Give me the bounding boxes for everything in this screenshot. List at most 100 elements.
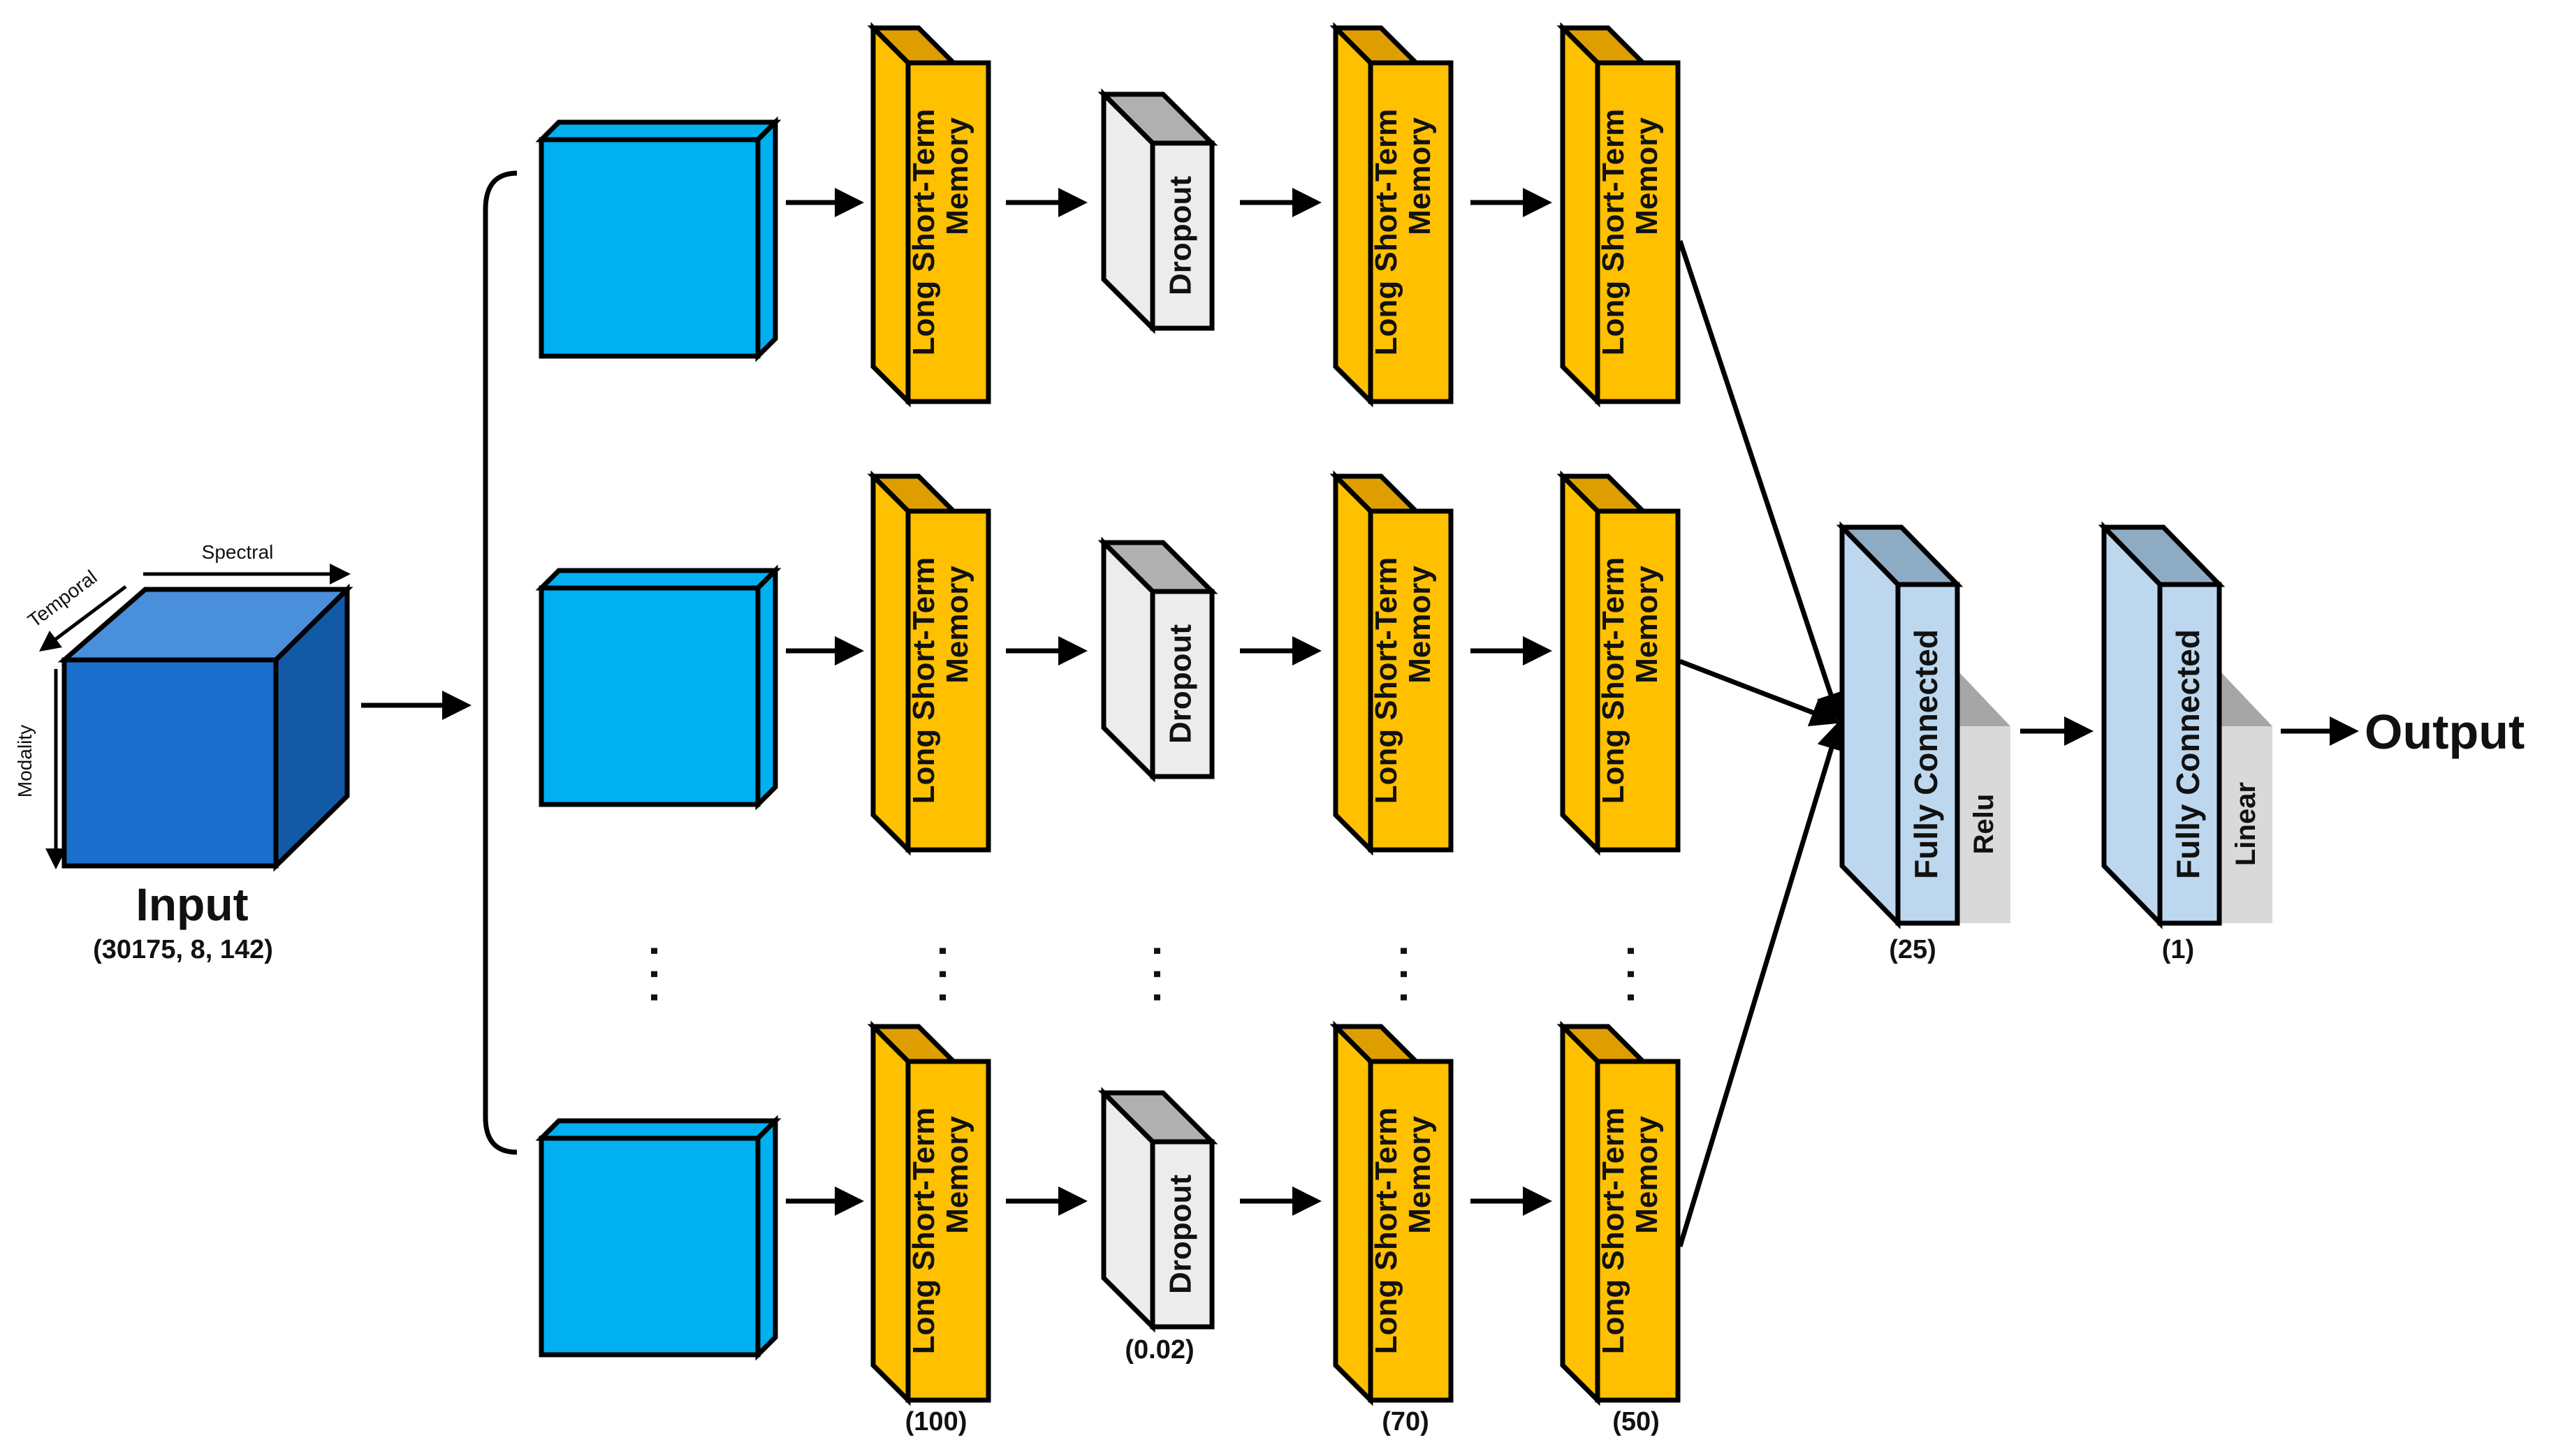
row2-dropout-front: [1150, 589, 1215, 779]
row1-lstm2-label-line2: Memory: [1403, 117, 1437, 235]
row1-input-block-side: [755, 116, 778, 362]
fc2-front: [2157, 582, 2222, 926]
row3-dropout-label: Dropout: [1164, 1175, 1198, 1294]
modality-axis-label: Modality: [14, 725, 36, 797]
row2-dropout-label: Dropout: [1164, 624, 1198, 744]
fc2-activation-shadow: [2219, 670, 2272, 726]
ellipsis-column: . . . . . . . . . . . . . . .: [642, 945, 1665, 1003]
row2-lstm2-front: [1368, 508, 1454, 853]
row2-lstm2-side: [1333, 470, 1373, 856]
input-title: Input: [136, 878, 248, 930]
row2-lstm2-label-line1: Long Short-Term: [1369, 557, 1403, 804]
fc1-activation-tab: [1957, 726, 2010, 923]
row2-lstm3-label-line1: Long Short-Term: [1596, 557, 1630, 804]
fc1-units-label: (25): [1889, 935, 1936, 964]
row3-dropout-front: [1150, 1139, 1215, 1330]
fc2-side: [2101, 521, 2163, 929]
ellipsis-lstm1: . . .: [930, 945, 977, 1003]
ellipsis-lstm2: . . .: [1392, 945, 1438, 1003]
row1-input-block: [535, 116, 782, 362]
row3-input-block-front: [539, 1135, 761, 1358]
row3-lstm1-side: [870, 1020, 911, 1406]
row1-lstm2-front: [1368, 60, 1454, 404]
row2-input-block-front: [539, 585, 761, 807]
row1-input-block-top: [535, 119, 782, 142]
row3-dropout: Dropout: [1097, 1087, 1218, 1333]
row3-lstm2-front: [1368, 1059, 1454, 1403]
lstm1-units-label: (100): [905, 1407, 967, 1436]
fc1-side: [1839, 521, 1901, 929]
temporal-axis-arrow: [39, 585, 127, 652]
row2-lstm2-label-line2: Memory: [1403, 566, 1437, 684]
ellipsis-lstm3: . . .: [1619, 945, 1665, 1003]
spectral-axis-label: Spectral: [202, 541, 274, 563]
row2-lstm1-side: [870, 470, 911, 856]
row3-lstm1-label-line2: Memory: [940, 1116, 974, 1234]
row2-lstm3-side: [1560, 470, 1600, 856]
row1-lstm3-front: [1595, 60, 1681, 404]
row3-lstm3-side: [1560, 1020, 1600, 1406]
input-shape: (30175, 8, 142): [93, 935, 273, 964]
temporal-axis-label: Temporal: [24, 566, 101, 631]
lstm3-units-label: (50): [1612, 1407, 1660, 1436]
fc2-activation-label: Linear: [2230, 782, 2261, 866]
row1-lstm3-label-line2: Memory: [1630, 117, 1664, 235]
fc2-label: Fully Connected: [2170, 629, 2206, 879]
dropout-rate-label: (0.02): [1125, 1335, 1194, 1365]
row3-input-block: [535, 1115, 782, 1361]
ellipsis-dropout: . . .: [1145, 945, 1192, 1003]
row1-dropout: Dropout: [1097, 88, 1218, 334]
row1-lstm3-side: [1560, 22, 1600, 408]
row2-lstm3-front: [1595, 508, 1681, 853]
row1-lstm3-label-line1: Long Short-Term: [1596, 109, 1630, 356]
row1-lstm1-side: [870, 22, 911, 408]
row3-lstm2-side: [1333, 1020, 1373, 1406]
row2-input-block-top: [535, 568, 782, 591]
row2-lstm1-front: [905, 508, 991, 853]
row2-lstm3-label-line2: Memory: [1630, 566, 1664, 684]
row3-lstm1-front: [905, 1059, 991, 1403]
row3-to-fc1-arrow: [1677, 720, 1846, 1248]
row1-dropout-label: Dropout: [1164, 176, 1198, 295]
input-cube: [57, 583, 353, 872]
fc2-activation-tab: [2219, 726, 2272, 923]
row3-input-block-side: [755, 1115, 778, 1361]
fc1-activation-shadow: [1957, 670, 2010, 726]
row1-lstm2-label-line1: Long Short-Term: [1369, 109, 1403, 356]
row2-input-block: [535, 564, 782, 811]
row2-lstm1-label-line1: Long Short-Term: [907, 557, 941, 804]
fc2-units-label: (1): [2162, 935, 2194, 964]
fc1-front: [1895, 582, 1960, 926]
row3-lstm2-label-line2: Memory: [1403, 1116, 1437, 1234]
row2-input-block-side: [755, 564, 778, 811]
row1-to-fc1-arrow: [1677, 240, 1845, 723]
row3-lstm1-label-line1: Long Short-Term: [907, 1108, 941, 1355]
row1-lstm1-label-line1: Long Short-Term: [907, 109, 941, 356]
row1-dropout-front: [1150, 140, 1215, 331]
lstm2-units-label: (70): [1382, 1407, 1429, 1436]
row1-lstm1-front: [905, 60, 991, 404]
row2-dropout: Dropout: [1097, 536, 1218, 783]
row3-lstm3-front: [1595, 1059, 1681, 1403]
input-cube-front: [61, 657, 279, 869]
fc1-activation-label: Relu: [1969, 794, 1999, 855]
row3-lstm2-label-line1: Long Short-Term: [1369, 1108, 1403, 1355]
fc1-label: Fully Connected: [1908, 629, 1944, 879]
fc1-block: Fully Connected Relu: [1836, 521, 2010, 929]
row1-lstm2-side: [1333, 22, 1373, 408]
row2-to-fc1-arrow: [1679, 659, 1841, 726]
branch-brace: [483, 170, 518, 1155]
